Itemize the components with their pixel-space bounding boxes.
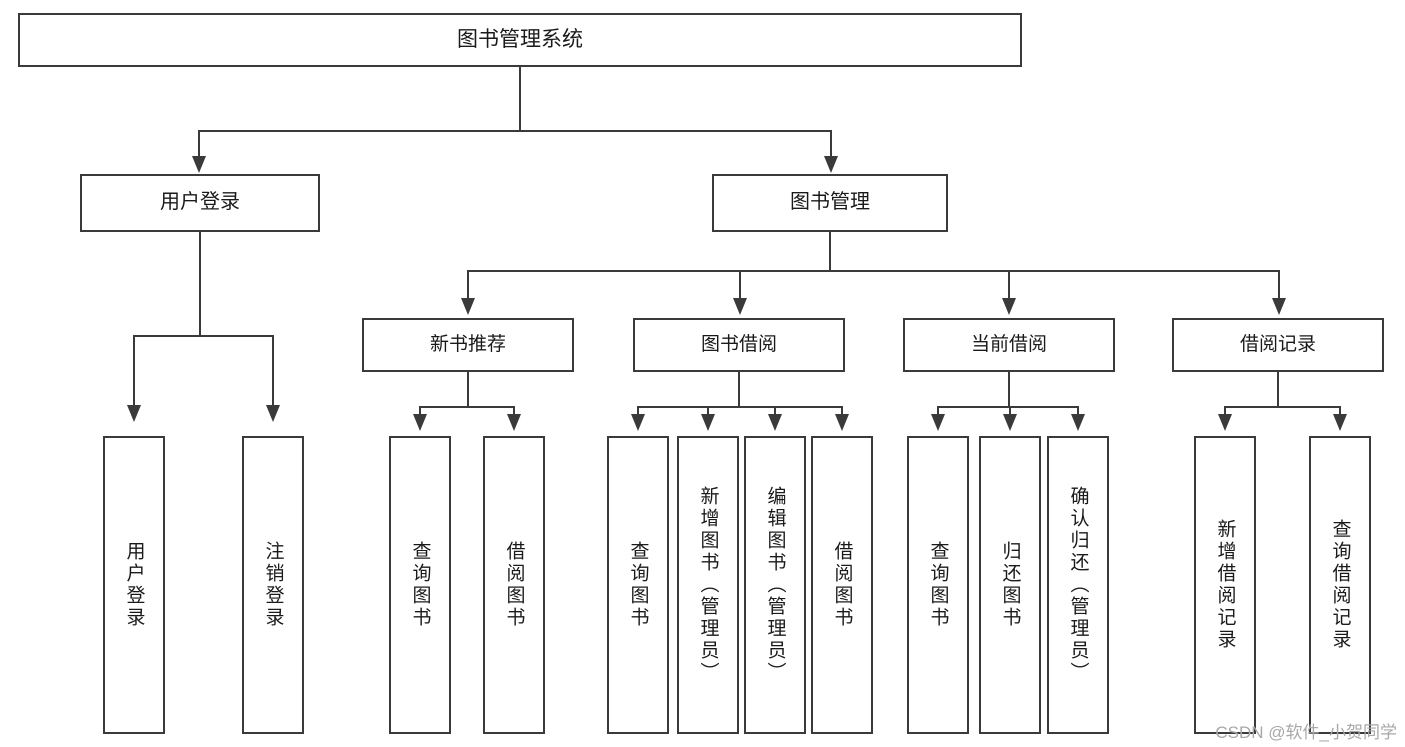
edge-user-login-to-leaf-2 — [272, 335, 274, 407]
edge-borrow-record-to-leaf-2 — [1339, 406, 1341, 420]
node-book-borrow[interactable]: 图书借阅 — [633, 318, 845, 372]
leaf-user-login-query[interactable]: 用户登录 — [103, 436, 165, 734]
arrow-current-borrow-to-leaf-3 — [1071, 414, 1085, 431]
leaf-borrow-borrow-book[interactable]: 借阅图书 — [811, 436, 873, 734]
edge-book-mgmt-bus — [467, 270, 1280, 272]
edge-current-borrow-stem — [1008, 372, 1010, 408]
edge-user-login-stem — [199, 232, 201, 336]
arrow-current-borrow-to-leaf-1 — [931, 414, 945, 431]
node-label: 查询图书 — [927, 541, 949, 629]
leaf-current-return-book[interactable]: 归还图书 — [979, 436, 1041, 734]
node-label: 借阅图书 — [831, 541, 853, 629]
edge-new-book-to-leaf-1 — [419, 406, 421, 420]
node-label: 图书管理 — [790, 191, 870, 214]
node-label: 查询图书 — [627, 541, 649, 629]
arrow-new-book-to-leaf-2 — [507, 414, 521, 431]
edge-root-to-user-login — [198, 130, 200, 158]
edge-book-borrow-to-leaf-4 — [841, 406, 843, 420]
node-label: 借阅记录 — [1239, 333, 1316, 355]
arrow-book-borrow-to-leaf-2 — [701, 414, 715, 431]
node-label: 查询借阅记录 — [1329, 519, 1351, 651]
edge-book-borrow-to-leaf-3 — [774, 406, 776, 420]
arrow-new-book-to-leaf-1 — [413, 414, 427, 431]
arrow-book-borrow-to-leaf-1 — [631, 414, 645, 431]
edge-book-borrow-to-leaf-1 — [637, 406, 639, 420]
node-label: 新增借阅记录 — [1214, 519, 1236, 651]
arrow-borrow-record-to-leaf-1 — [1218, 414, 1232, 431]
node-book-management[interactable]: 图书管理 — [712, 174, 948, 232]
csdn-watermark: CSDN @软件_小贺同学 — [1215, 723, 1397, 742]
arrow-borrow-record-to-leaf-2 — [1333, 414, 1347, 431]
node-label: 图书借阅 — [700, 333, 777, 355]
node-label: 确认归还（管理员） — [1067, 486, 1089, 684]
leaf-current-query-book[interactable]: 查询图书 — [907, 436, 969, 734]
leaf-borrow-add-book[interactable]: 新增图书（管理员） — [677, 436, 739, 734]
node-label: 注销登录 — [262, 541, 284, 629]
edge-book-borrow-stem — [738, 372, 740, 408]
leaf-record-add-record[interactable]: 新增借阅记录 — [1194, 436, 1256, 734]
node-label: 新书推荐 — [429, 333, 506, 355]
node-borrow-record[interactable]: 借阅记录 — [1172, 318, 1384, 372]
arrow-root-to-user-login — [192, 156, 206, 173]
node-user-login[interactable]: 用户登录 — [80, 174, 320, 232]
edge-current-borrow-to-leaf-3 — [1077, 406, 1079, 420]
edge-book-borrow-bus — [637, 406, 842, 408]
edge-book-mgmt-to-l3-3 — [1008, 270, 1010, 300]
edge-new-book-stem — [467, 372, 469, 408]
arrow-user-login-to-leaf-1 — [127, 405, 141, 422]
edge-user-login-to-leaf-1 — [133, 335, 135, 407]
node-label: 编辑图书（管理员） — [764, 486, 786, 684]
leaf-recommend-query-book[interactable]: 查询图书 — [389, 436, 451, 734]
edge-current-borrow-bus — [937, 406, 1078, 408]
edge-book-mgmt-to-l3-4 — [1278, 270, 1280, 300]
arrow-book-mgmt-to-l3-4 — [1272, 298, 1286, 315]
edge-root-stem — [519, 67, 521, 131]
node-label: 用户登录 — [160, 191, 240, 214]
edge-book-mgmt-stem — [829, 232, 831, 272]
node-label: 归还图书 — [999, 541, 1021, 629]
edge-new-book-to-leaf-2 — [513, 406, 515, 420]
edge-user-login-bus — [133, 335, 273, 337]
edge-current-borrow-to-leaf-2 — [1009, 406, 1011, 420]
edge-root-to-book-mgmt — [830, 130, 832, 158]
edge-book-mgmt-to-l3-1 — [467, 270, 469, 300]
arrow-book-mgmt-to-l3-1 — [461, 298, 475, 315]
edge-borrow-record-stem — [1277, 372, 1279, 408]
edge-borrow-record-bus — [1224, 406, 1340, 408]
node-label: 当前借阅 — [970, 333, 1047, 355]
edge-new-book-bus — [419, 406, 515, 408]
node-current-borrow[interactable]: 当前借阅 — [903, 318, 1115, 372]
arrow-current-borrow-to-leaf-2 — [1003, 414, 1017, 431]
node-root-system[interactable]: 图书管理系统 — [18, 13, 1022, 67]
leaf-current-confirm-return[interactable]: 确认归还（管理员） — [1047, 436, 1109, 734]
node-label: 借阅图书 — [503, 541, 525, 629]
edge-root-bus — [198, 130, 832, 132]
arrow-book-mgmt-to-l3-3 — [1002, 298, 1016, 315]
node-new-book-recommend[interactable]: 新书推荐 — [362, 318, 574, 372]
arrow-user-login-to-leaf-2 — [266, 405, 280, 422]
arrow-root-to-book-mgmt — [824, 156, 838, 173]
edge-book-mgmt-to-l3-2 — [739, 270, 741, 300]
leaf-user-logout[interactable]: 注销登录 — [242, 436, 304, 734]
arrow-book-borrow-to-leaf-4 — [835, 414, 849, 431]
leaf-borrow-query-book[interactable]: 查询图书 — [607, 436, 669, 734]
edge-current-borrow-to-leaf-1 — [937, 406, 939, 420]
edge-book-borrow-to-leaf-2 — [707, 406, 709, 420]
leaf-recommend-borrow-book[interactable]: 借阅图书 — [483, 436, 545, 734]
arrow-book-mgmt-to-l3-2 — [733, 298, 747, 315]
arrow-book-borrow-to-leaf-3 — [768, 414, 782, 431]
node-label: 图书管理系统 — [457, 27, 583, 51]
leaf-borrow-edit-book[interactable]: 编辑图书（管理员） — [744, 436, 806, 734]
edge-borrow-record-to-leaf-1 — [1224, 406, 1226, 420]
node-label: 查询图书 — [409, 541, 431, 629]
leaf-record-query-record[interactable]: 查询借阅记录 — [1309, 436, 1371, 734]
node-label: 新增图书（管理员） — [697, 486, 719, 684]
node-label: 用户登录 — [123, 541, 145, 629]
